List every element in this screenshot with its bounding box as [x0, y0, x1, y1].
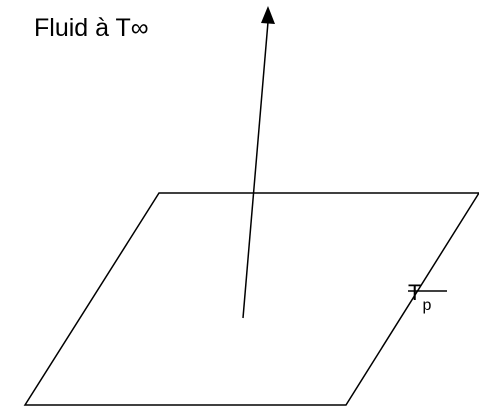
- normal-arrow-shaft: [242, 21, 269, 319]
- plate-temperature-label: Tp: [408, 280, 431, 316]
- fluid-label: Fluid à T∞: [34, 14, 149, 42]
- normal-arrow-head: [261, 6, 275, 24]
- plate-outline: [23, 192, 479, 406]
- plate-temperature-subscript: p: [422, 297, 432, 314]
- plate-temperature-symbol: T: [408, 280, 422, 305]
